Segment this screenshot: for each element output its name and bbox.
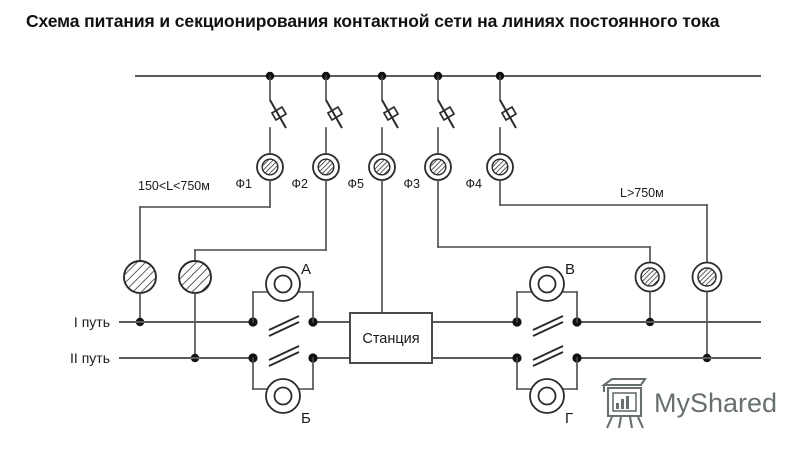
- section-insulator-left-1: [123, 260, 157, 327]
- sectioning-switch-a: А: [248, 261, 318, 337]
- sectioning-switch-v: В: [512, 261, 582, 337]
- page-title: Схема питания и секционирования контактн…: [26, 11, 720, 31]
- feeder-label-f5: Ф5: [348, 177, 365, 191]
- distance-label-right: L>750м: [620, 186, 664, 200]
- station-label: Станция: [362, 331, 419, 347]
- right-disconnector-1: [634, 261, 666, 327]
- feeder-f1: Ф1: [139, 71, 288, 262]
- sectioning-switch-label-b: Б: [301, 410, 311, 427]
- sectioning-switch-g: Г: [512, 345, 582, 427]
- feeder-label-f3: Ф3: [404, 177, 421, 191]
- sectioning-switch-label-a: А: [301, 261, 311, 278]
- station-box: Станция: [349, 312, 433, 364]
- watermark: MyShared: [600, 377, 777, 429]
- sectioning-switch-label-g: Г: [565, 410, 573, 427]
- right-disconnector-2: [691, 261, 723, 363]
- sectioning-switch-b: Б: [248, 345, 318, 427]
- disconnector-f1: [256, 153, 284, 181]
- feeder-label-f2: Ф2: [292, 177, 309, 191]
- disconnector-f3: [424, 153, 452, 181]
- disconnector-f2: [312, 153, 340, 181]
- sectioning-switch-label-v: В: [565, 261, 575, 278]
- distance-label-left: 150<L<750м: [138, 179, 210, 193]
- feeder-label-f4: Ф4: [466, 177, 483, 191]
- feeder-f5: Ф5: [348, 71, 400, 314]
- flipchart-icon: [600, 377, 647, 429]
- disconnector-f5: [368, 153, 396, 181]
- disconnector-f4: [486, 153, 514, 181]
- track-2-label: II путь: [70, 350, 110, 366]
- watermark-label: MyShared: [654, 388, 777, 418]
- feeder-f3: Ф3: [404, 71, 651, 263]
- feeder-label-f1: Ф1: [236, 177, 253, 191]
- feeder-f4: Ф4: [466, 71, 708, 263]
- feeder-f2: Ф2: [194, 71, 344, 262]
- track-1-label: I путь: [74, 314, 110, 330]
- section-insulator-left-2: [178, 260, 212, 363]
